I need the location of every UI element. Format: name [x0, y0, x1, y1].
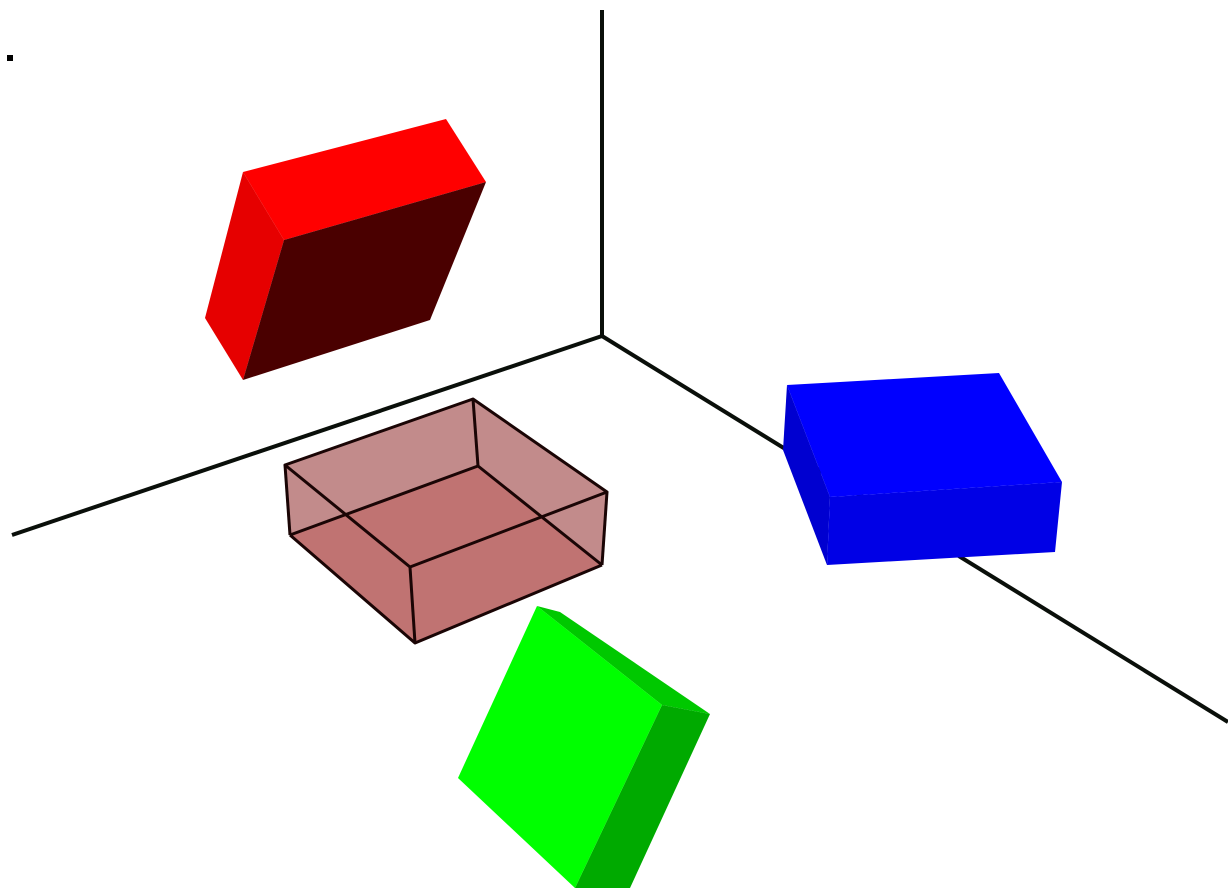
- red-box: [205, 119, 486, 380]
- red-box-front-face: [243, 182, 486, 380]
- red-box-side-face: [205, 172, 284, 380]
- x-axis: [11, 334, 603, 537]
- translucent-box-front-edge: [408, 566, 417, 644]
- green-box-side-face: [575, 705, 710, 888]
- translucent-box-front-left-edge: [283, 464, 292, 536]
- translucent-box: [283, 397, 609, 645]
- blue-box-front-face: [827, 482, 1062, 565]
- blue-box: [783, 373, 1062, 565]
- translucent-box-inner-vertical: [471, 398, 480, 467]
- green-box-top-face: [458, 606, 662, 888]
- corner-marker: [7, 55, 13, 61]
- axes: [11, 10, 1228, 724]
- translucent-box-bottom-rim: [289, 533, 603, 645]
- blue-box-top-face: [787, 373, 1062, 497]
- red-box-top-face: [243, 119, 486, 240]
- translucent-box-right-edge: [600, 491, 609, 566]
- green-box: [458, 606, 710, 888]
- green-box-cap-face: [537, 606, 710, 714]
- blue-box-side-face: [783, 385, 830, 565]
